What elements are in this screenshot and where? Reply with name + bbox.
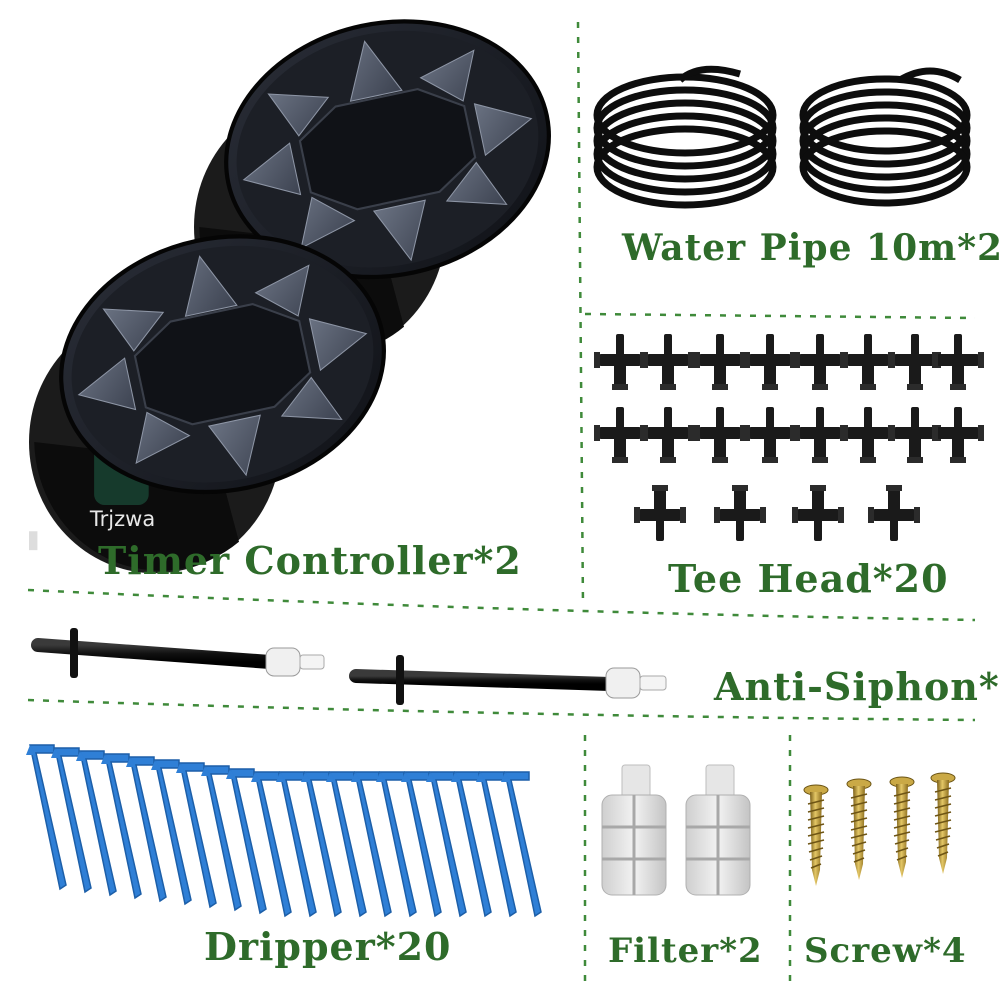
filter-icon — [600, 763, 752, 897]
solar-timer-icon — [29, 0, 573, 573]
screw-icon — [803, 772, 956, 887]
anti-siphon-icon — [31, 628, 667, 705]
filter-label: Filter*2 — [608, 931, 763, 971]
section-dividers — [27, 21, 976, 985]
screw-label: Screw*4 — [804, 931, 967, 971]
water-pipe-label: Water Pipe 10m*2 — [622, 227, 1000, 269]
dripper-label: Dripper*20 — [204, 924, 452, 969]
dripper-stake-icon — [25, 744, 542, 917]
timer-controller-label: Timer Controller*2 — [98, 538, 522, 583]
anti-siphon-label: Anti-Siphon*2 — [714, 664, 1000, 709]
water-pipe-coil-icon — [593, 65, 971, 209]
tee-head-label: Tee Head*20 — [668, 556, 949, 601]
tee-head-icon — [594, 334, 984, 541]
